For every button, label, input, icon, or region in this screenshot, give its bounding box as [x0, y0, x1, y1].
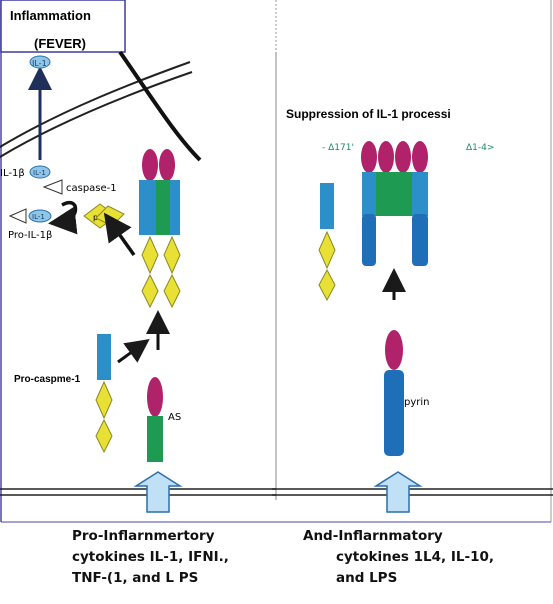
right-pyd-1 — [361, 141, 377, 173]
card-right — [170, 180, 180, 235]
card-left — [139, 180, 161, 235]
pyd-2 — [159, 149, 175, 181]
il1-top-label: IL-1 — [32, 59, 47, 68]
membrane-outer — [0, 61, 191, 149]
pro-il1b-molecule-label: IL-1 — [32, 213, 45, 221]
right-card-2 — [376, 172, 394, 216]
membrane-crossing — [118, 50, 202, 162]
header-box — [0, 0, 126, 53]
caption-right-line2: cytokines 1L4, IL-10, — [336, 549, 494, 565]
pyrin-body — [384, 370, 404, 456]
p10-diamond-left — [141, 273, 159, 309]
right-stem-right — [412, 214, 428, 266]
il1b-molecule-label: IL-1 — [33, 169, 46, 177]
il1-top-molecule — [29, 55, 51, 69]
caspase1-label: caspase-1 — [66, 183, 117, 194]
delta-tag-right: Δ1-4> — [466, 143, 494, 153]
right-pro-caspase-p20 — [318, 230, 336, 270]
right-card-4 — [412, 172, 428, 216]
header-title: Inflammation — [10, 8, 91, 23]
caption-left-line2: cytokines IL-1, IFNI., — [72, 549, 229, 565]
il1b-label: IL-1β — [0, 168, 25, 179]
receptor-arrow-right — [373, 471, 423, 513]
pyd-1 — [142, 149, 158, 181]
pro-caspase-card — [97, 334, 111, 380]
pyrin-pyd — [385, 330, 403, 370]
caption-left-line1: Pro-Inflarnmertory — [72, 528, 215, 544]
diag-arrow-left — [117, 338, 150, 364]
right-pyd-2 — [378, 141, 394, 173]
right-stem-left — [362, 214, 376, 266]
pro-caspase-p10 — [95, 418, 113, 454]
membrane-inner — [0, 71, 193, 159]
right-card-1 — [362, 172, 376, 216]
caption-right-line3: and LPS — [336, 570, 398, 586]
right-pro-caspase-p10 — [318, 268, 336, 302]
header-subtitle: (FEVER) — [34, 36, 86, 51]
pro-caspase-p20 — [95, 380, 113, 420]
asc-label: AS — [168, 412, 181, 423]
asc-complex — [139, 149, 181, 309]
complex-to-caspase-arrow — [103, 212, 136, 257]
right-panel-title: Suppression of IL-1 processi — [286, 107, 451, 121]
asc-card — [147, 416, 163, 462]
right-pyd-4 — [412, 141, 428, 173]
cleavage-triangle-2 — [8, 208, 27, 224]
right-pro-caspase-card — [320, 183, 334, 229]
caption-left-line3: TNF-(1, and L PS — [72, 570, 199, 586]
right-card-3 — [394, 172, 412, 216]
pyrin-complex — [361, 141, 428, 266]
caption-right-line1: And-Inflarnmatory — [303, 528, 443, 544]
receptor-arrow-left — [133, 471, 183, 513]
pro-caspase-label: Pro-caspme-1 — [14, 374, 81, 385]
right-pyd-3 — [395, 141, 411, 173]
pro-il1b-label: Pro-IL-1β — [8, 230, 52, 241]
p20-diamond-right — [163, 235, 181, 275]
asc-pyd — [147, 377, 163, 417]
cleavage-arrow — [48, 201, 78, 235]
il1b-molecule — [29, 165, 51, 179]
pyrin-label: pyrin — [404, 397, 430, 408]
p20-diamond-left — [141, 235, 159, 275]
delta-tag-left: - Δ171' — [322, 143, 354, 153]
p10-diamond-right — [163, 273, 181, 309]
cleavage-triangle-1 — [42, 179, 63, 195]
